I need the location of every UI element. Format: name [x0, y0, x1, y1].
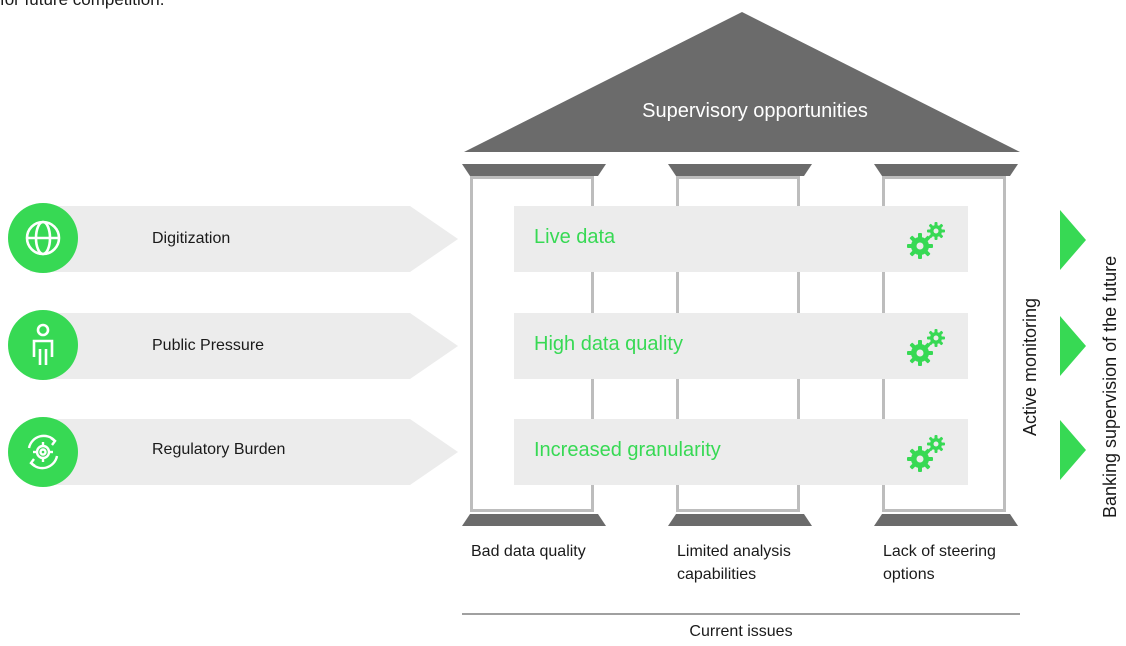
driver-label: Regulatory Burden — [152, 441, 286, 458]
pillar-2-base — [668, 514, 812, 526]
driver-label: Public Pressure — [152, 337, 265, 354]
pillar-1-top-cap — [462, 164, 606, 176]
driver-arrow-shape — [30, 206, 458, 272]
person-icon — [8, 310, 78, 380]
opportunity-bar-live-data: Live data — [514, 206, 968, 272]
driver-regulatory-burden: Regulatory Burden — [30, 419, 460, 485]
driver-public-pressure: Public Pressure — [30, 313, 460, 379]
opportunity-label: Live data — [534, 226, 616, 248]
pillar-3-top-cap — [874, 164, 1018, 176]
future-arrow-3 — [1060, 420, 1086, 480]
clipped-header-text: for future competition. — [0, 0, 164, 10]
current-issues-caption: Current issues — [689, 623, 793, 640]
pillar-2-top-cap — [668, 164, 812, 176]
driver-digitization: Digitization — [30, 206, 460, 272]
gear-cycle-icon — [8, 417, 78, 487]
future-arrow-2 — [1060, 316, 1086, 376]
driver-arrow-shape — [30, 419, 458, 485]
future-arrow-1 — [1060, 210, 1086, 270]
roof-title: Supervisory opportunities — [642, 100, 868, 122]
gears-icon — [907, 329, 945, 366]
pillar-1-base — [462, 514, 606, 526]
globe-icon — [8, 203, 78, 273]
gears-icon — [907, 222, 945, 259]
current-issues-divider — [462, 613, 1020, 615]
gears-icon — [907, 435, 945, 472]
opportunity-bar-increased-granularity: Increased granularity — [514, 419, 968, 485]
future-label: Banking supervision of the future — [1100, 255, 1120, 518]
issue-label-bad-data-quality: Bad data quality — [471, 543, 586, 560]
opportunity-bar-high-data-quality: High data quality — [514, 313, 968, 379]
issue-label-limited-analysis: Limited analysis capabilities — [677, 543, 791, 583]
active-monitoring-label: Active monitoring — [1020, 297, 1040, 436]
opportunity-label: High data quality — [534, 333, 683, 355]
driver-arrow-shape — [30, 313, 458, 379]
opportunity-label: Increased granularity — [534, 439, 721, 461]
issue-label-lack-of-steering: Lack of steering options — [883, 543, 996, 583]
driver-label: Digitization — [152, 230, 231, 247]
pillar-3-base — [874, 514, 1018, 526]
roof-triangle — [464, 12, 1020, 152]
